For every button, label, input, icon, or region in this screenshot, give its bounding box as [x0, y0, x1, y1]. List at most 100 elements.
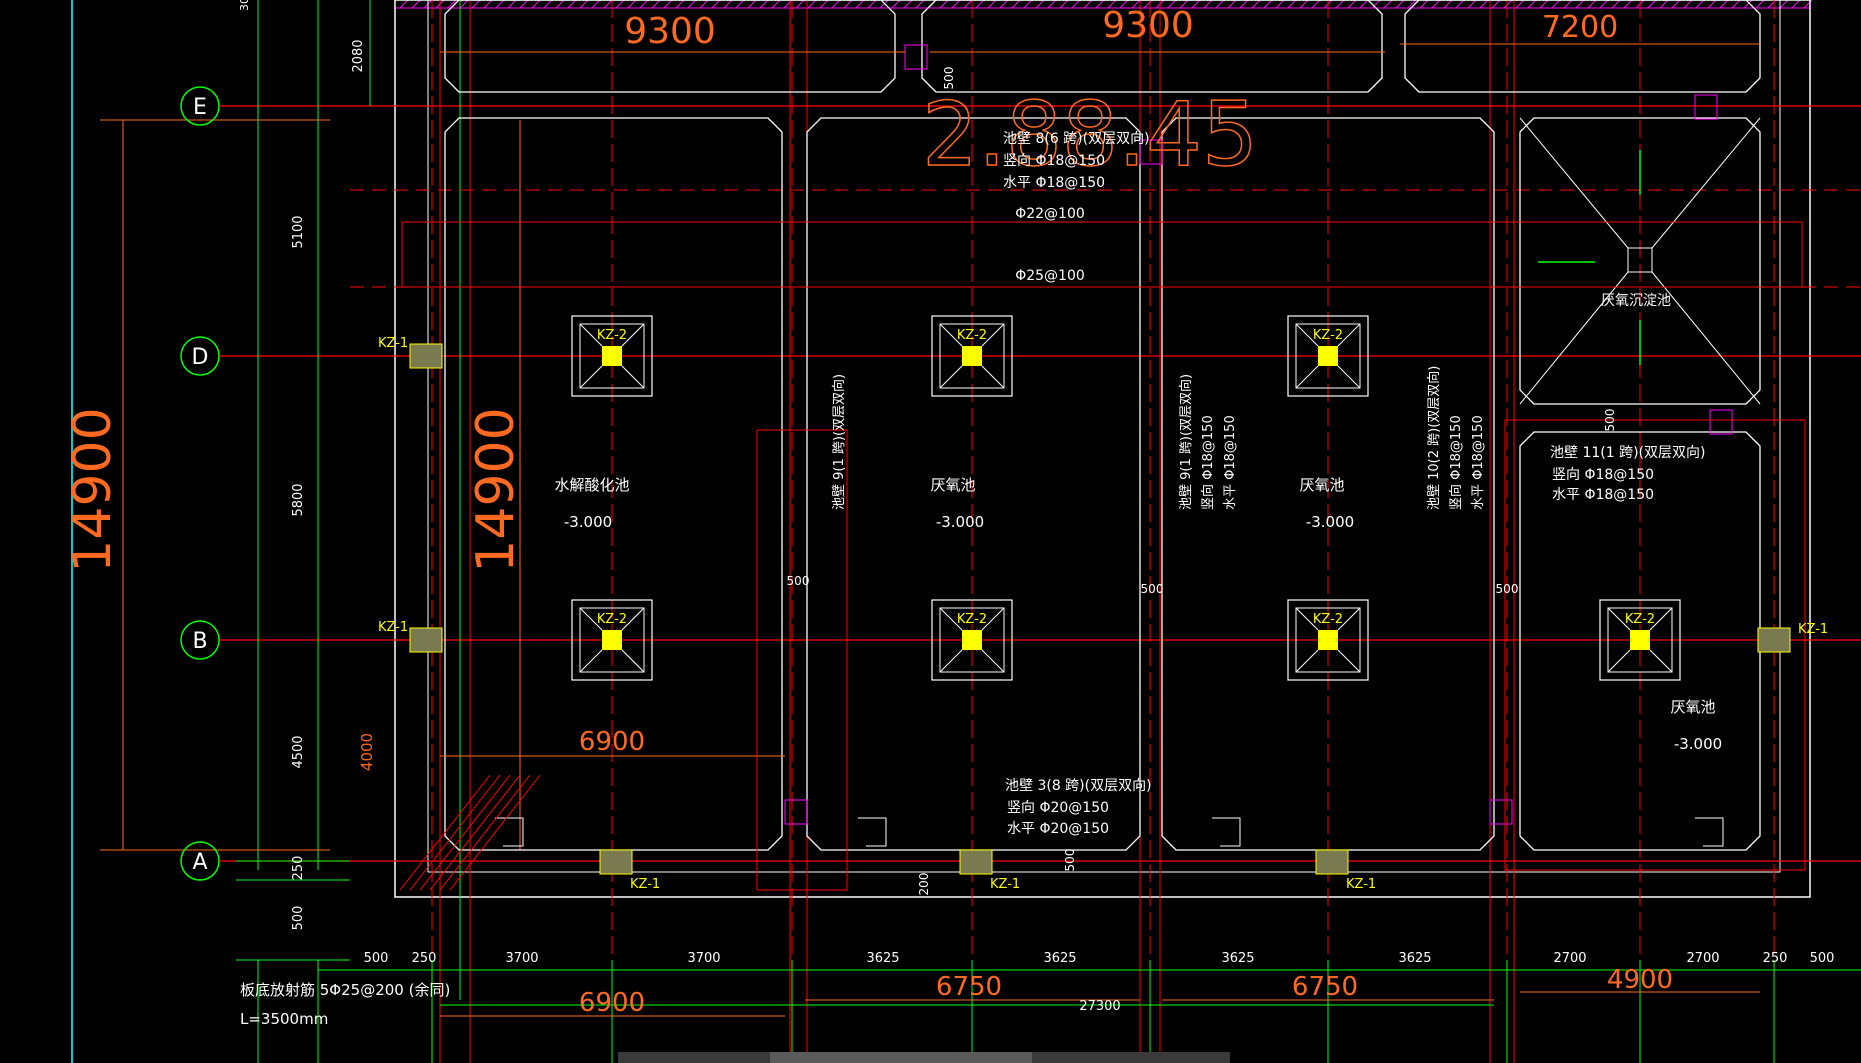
small-dim-500-e: 500	[1063, 849, 1077, 872]
hatch-stroke	[543, 0, 553, 9]
hatch-stroke	[1575, 0, 1585, 9]
hatch-stroke	[1503, 0, 1513, 9]
hatch-stroke	[1455, 0, 1465, 9]
kz2-outer	[571, 315, 653, 397]
corner-box	[1212, 817, 1241, 847]
hatch-stroke	[939, 0, 949, 9]
hatch-stroke	[687, 0, 697, 9]
axis-bubble-A: A	[180, 841, 220, 881]
hatch-stroke	[1539, 0, 1549, 9]
bottom-big-dim: 6900	[579, 988, 645, 1018]
hatch-stroke	[651, 0, 661, 9]
hatch-stroke	[1083, 0, 1093, 9]
hatch-stroke	[843, 0, 853, 9]
bottom-dim-value: 3625	[1221, 951, 1254, 966]
hatch-stroke	[555, 0, 565, 9]
note-wall11-2: 竖向 Φ18@150	[1552, 467, 1654, 483]
hatch-stroke	[867, 0, 877, 9]
hatch-stroke	[1659, 0, 1669, 9]
hatch-stroke	[891, 0, 901, 9]
kz2-diag	[1649, 607, 1673, 631]
corner-box	[858, 817, 887, 847]
kz2-diag	[579, 323, 603, 347]
hatch-stroke	[1599, 0, 1609, 9]
hatch-stroke	[1275, 0, 1285, 9]
kz2-core	[962, 346, 982, 366]
note-wall11-3: 水平 Φ18@150	[1552, 487, 1654, 503]
hatch-stroke	[1035, 0, 1045, 9]
hatch-stroke	[567, 0, 577, 9]
inner-slab-outline	[427, 0, 1781, 873]
red-hatch-diag	[409, 774, 501, 891]
hatch-stroke	[1515, 0, 1525, 9]
note-wall3-1: 池壁 3(8 跨)(双层双向)	[1005, 778, 1152, 794]
chamber-hydrolysis	[444, 117, 783, 851]
hatch-stroke	[1299, 0, 1309, 9]
pool-elev-1: -3.000	[564, 513, 612, 531]
hatch-stroke	[579, 0, 589, 9]
note-wall8-2: 竖向 Φ18@150	[1003, 153, 1105, 169]
column-kz2: KZ-2	[1599, 599, 1681, 681]
inner-big-dim: 14900	[466, 407, 526, 572]
note-wall10-1: 池壁 10(2 跨)(双层双向)	[1426, 366, 1442, 510]
hatch-stroke	[495, 0, 505, 9]
kz2-diag	[939, 323, 963, 347]
corner-box	[1695, 817, 1724, 847]
kz2-diag	[1337, 607, 1361, 631]
kz2-outer	[931, 599, 1013, 681]
left-dim-5800: 5800	[291, 483, 306, 516]
kz2-inner	[579, 607, 645, 673]
hatch-stroke	[1695, 0, 1705, 9]
hatch-stroke	[987, 0, 997, 9]
hatch-stroke	[1287, 0, 1297, 9]
axis-bubble-D: D	[180, 336, 220, 376]
note-wall11-1: 池壁 11(1 跨)(双层双向)	[1550, 445, 1705, 461]
kz2-inner	[1295, 323, 1361, 389]
kz2-core	[962, 630, 982, 650]
magenta-corner	[1694, 94, 1718, 120]
hatch-stroke	[1671, 0, 1681, 9]
pool-elev-2: -3.000	[936, 513, 984, 531]
note-wall10-2: 竖向 Φ18@150	[1448, 415, 1464, 510]
axis-label-B: B	[192, 629, 207, 654]
sediment-center	[1627, 247, 1653, 273]
chamber-anoxic-3	[1519, 431, 1761, 851]
red-hatch-diag	[399, 774, 491, 891]
kz1-label: KZ-1	[630, 877, 660, 892]
hatch-stroke	[1431, 0, 1441, 9]
kz2-outer	[571, 599, 653, 681]
note-wall3-3: 水平 Φ20@150	[1007, 821, 1109, 837]
hatch-stroke	[1071, 0, 1081, 9]
hatch-stroke	[1359, 0, 1369, 9]
small-dim-500-top: 500	[942, 67, 956, 90]
hatch-stroke	[1191, 0, 1201, 9]
kz1-label: KZ-1	[1346, 877, 1376, 892]
sediment-diag-4	[1651, 271, 1761, 405]
hatch-stroke	[1647, 0, 1657, 9]
hatch-stroke	[903, 0, 913, 9]
hatch-stroke	[483, 0, 493, 9]
hatch-stroke	[711, 0, 721, 9]
note-wall9a-1: 池壁 9(1 跨)(双层双向)	[831, 374, 847, 510]
bottom-big-dim: 4900	[1607, 965, 1673, 995]
note-bottom-2: L=3500mm	[240, 1010, 328, 1028]
bottom-dim-value: 250	[412, 951, 437, 966]
left-dim-30: 30	[238, 0, 251, 11]
column-kz1: KZ-1	[1315, 849, 1376, 892]
bottom-dim-value: 3625	[1398, 951, 1431, 966]
hatch-stroke	[783, 0, 793, 9]
hatch-stroke	[1719, 0, 1729, 9]
hatch-stroke	[1527, 0, 1537, 9]
hatch-stroke	[771, 0, 781, 9]
kz2-outer	[931, 315, 1013, 397]
column-kz1: KZ-1	[378, 336, 443, 369]
kz2-diag	[939, 649, 963, 673]
corner-box	[495, 817, 524, 847]
hatch-stroke	[1467, 0, 1477, 9]
hatch-stroke	[1587, 0, 1597, 9]
sediment-diag-3	[1519, 271, 1629, 405]
kz2-outer	[1287, 599, 1369, 681]
kz1-body	[599, 849, 633, 875]
